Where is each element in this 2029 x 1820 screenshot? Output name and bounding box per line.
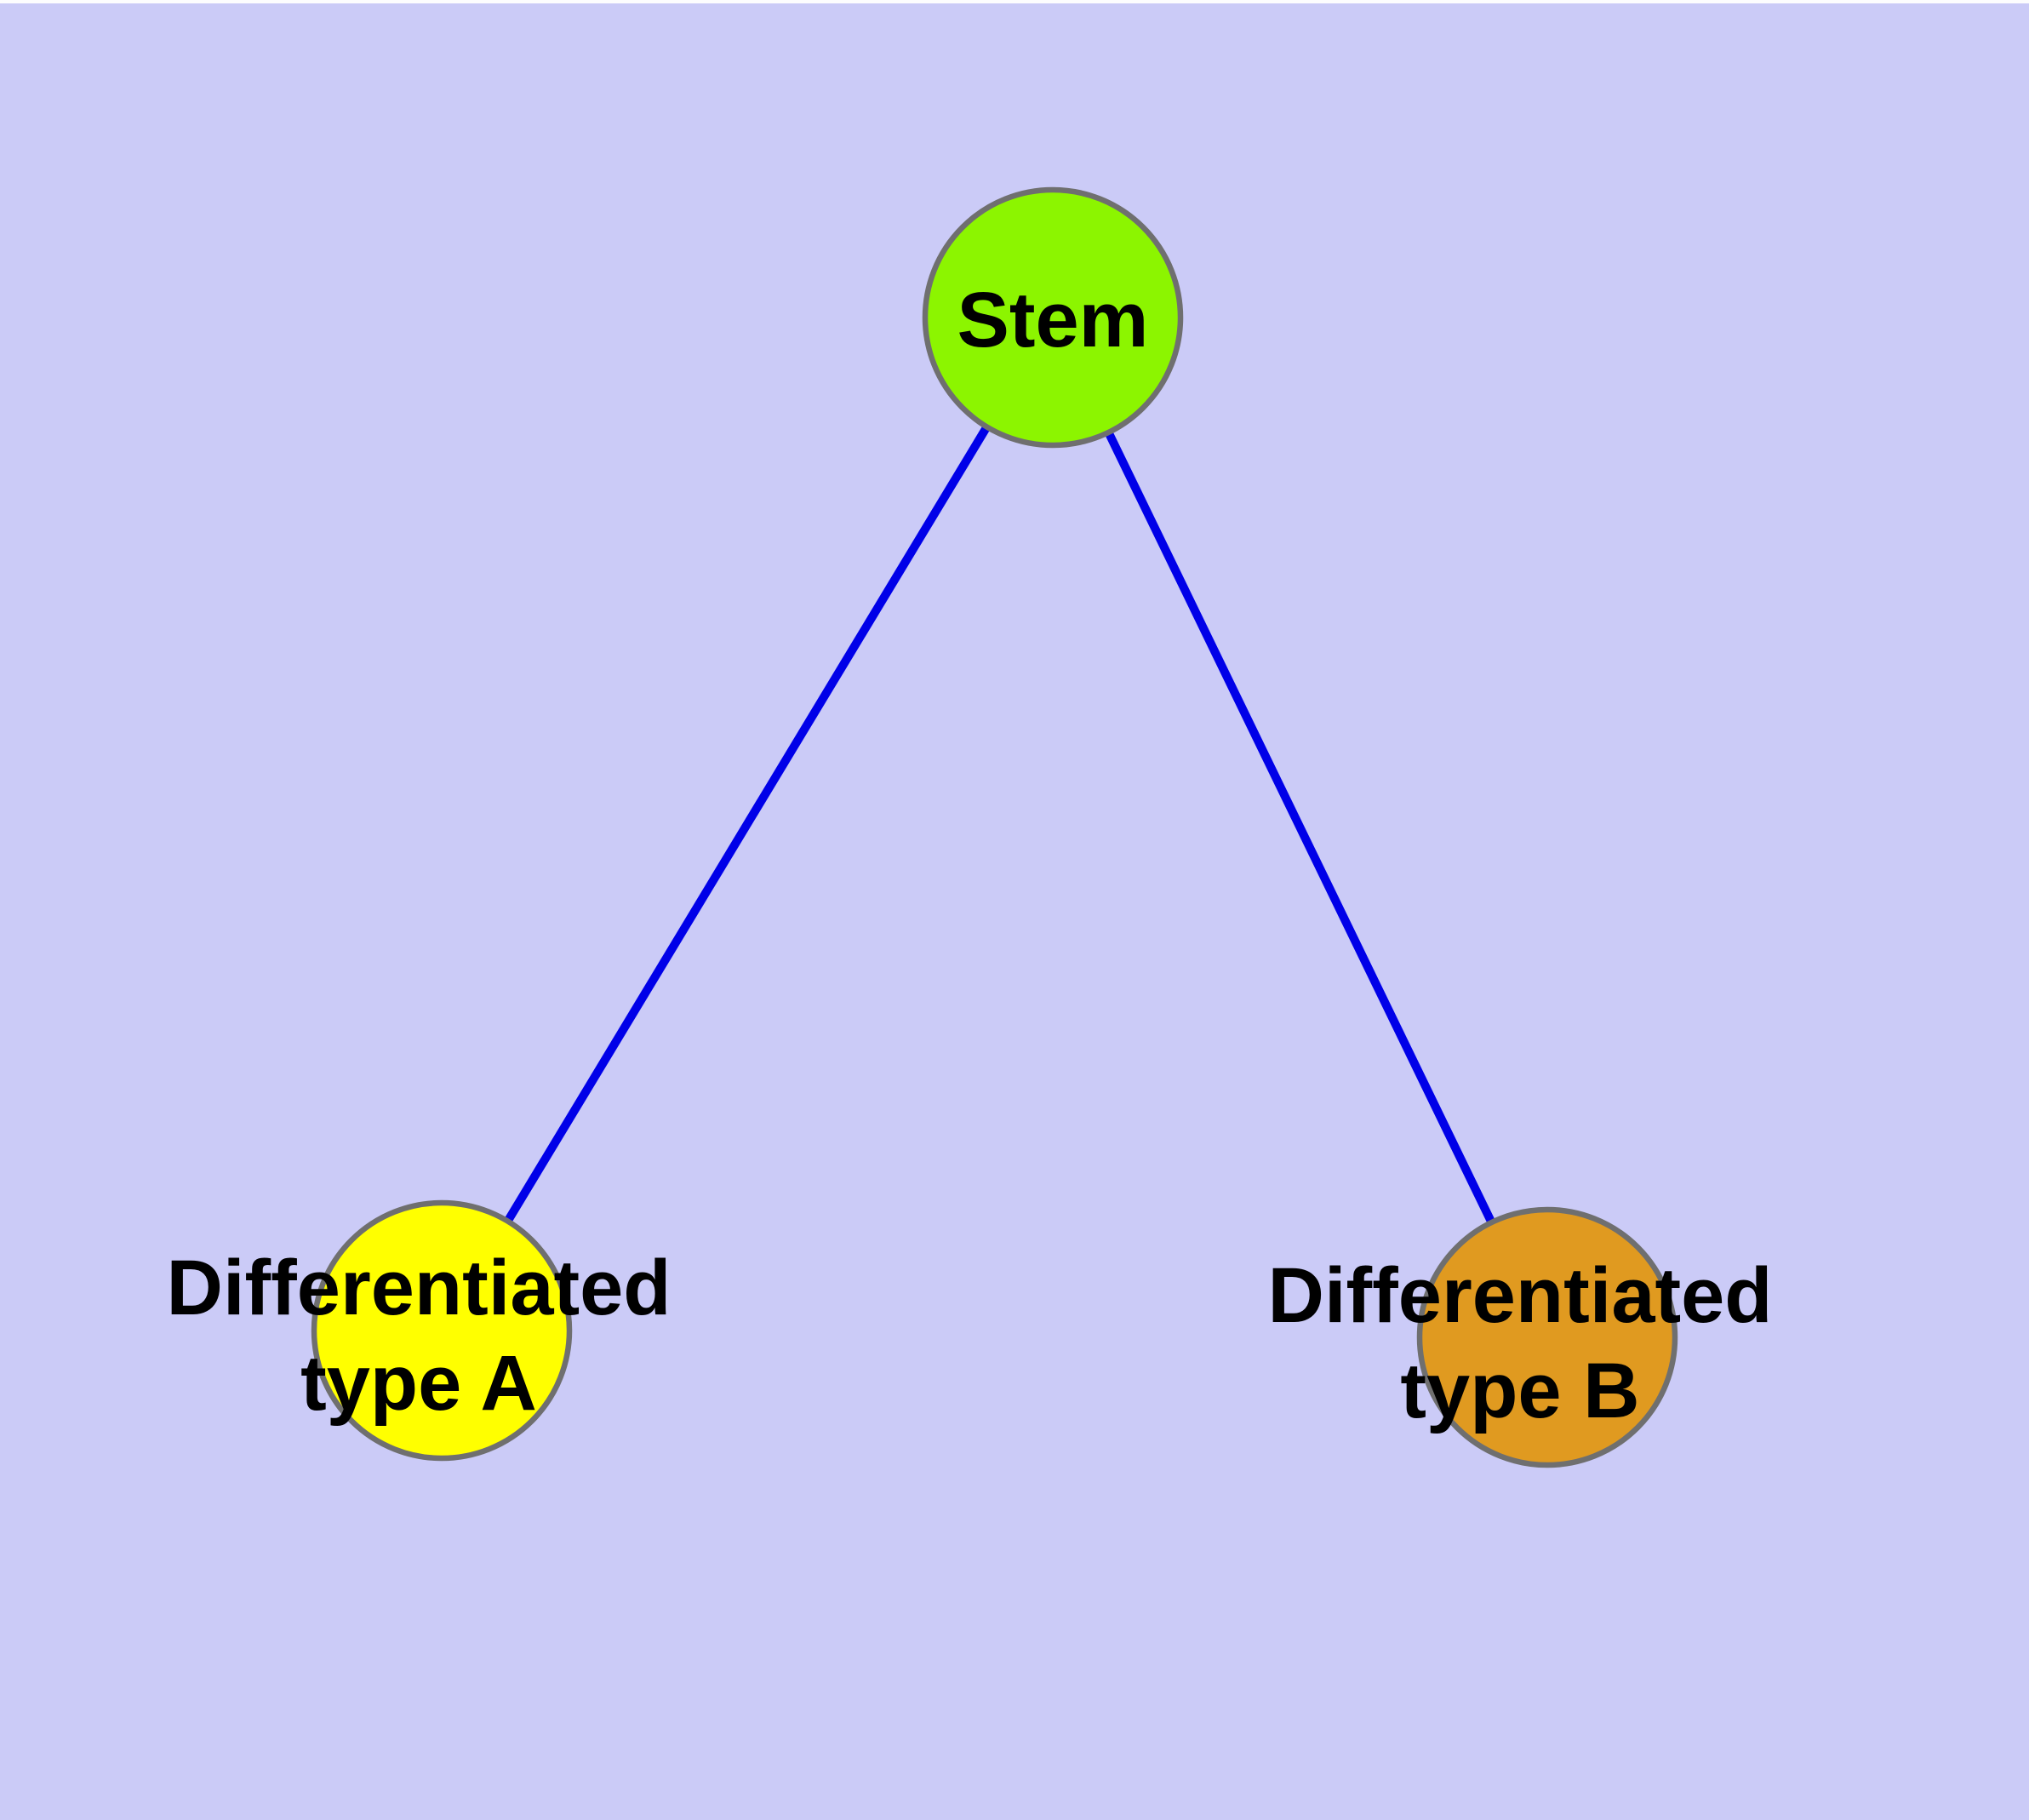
node-stem-label: Stem	[957, 277, 1149, 363]
node-stem-circle	[922, 186, 1184, 449]
top-border-strip	[0, 0, 2029, 3]
node-type-b-circle	[1416, 1206, 1678, 1468]
edge-stem-to-type-b	[1049, 315, 1552, 1340]
node-type-b-label: Differentiated type B	[1267, 1252, 1773, 1434]
node-type-a-circle	[311, 1199, 573, 1462]
edge-stem-to-type-a	[437, 315, 1057, 1333]
node-type-a-label: Differentiated type A	[166, 1245, 672, 1427]
